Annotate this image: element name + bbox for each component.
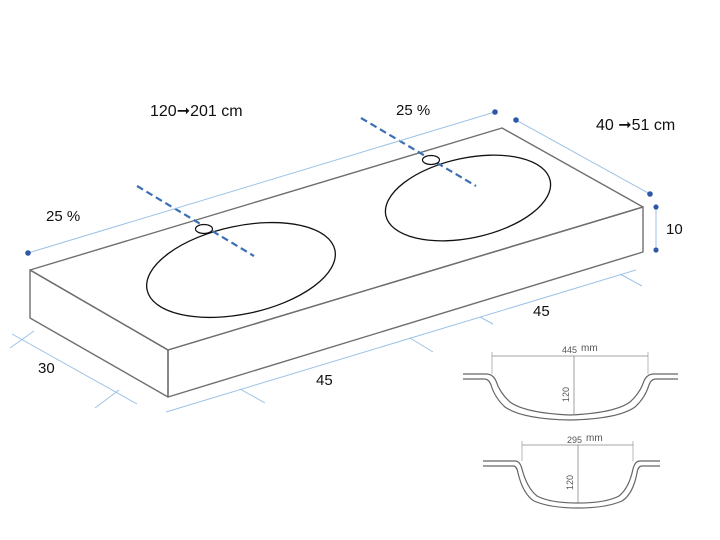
left-basin: [146, 221, 336, 319]
left-tap-offset-label: 25 %: [46, 208, 81, 225]
thickness-label: 10: [666, 221, 683, 238]
section-large-width-unit: mm: [581, 343, 598, 354]
side-width-label: 30: [38, 360, 55, 377]
slab-side-face: [29, 269, 169, 398]
depth-range-label: 40 ➞51 cm: [596, 117, 676, 134]
section-large-depth-value: 120: [561, 386, 571, 402]
length-dimension-line: [25, 109, 498, 256]
countertop-slab: [29, 127, 644, 398]
left-tap-axis: [136, 185, 255, 257]
front-left-length-label: 45: [316, 372, 333, 389]
right-tap-offset-label: 25 %: [396, 102, 431, 119]
right-basin: [384, 154, 552, 242]
section-small-width-unit: mm: [586, 433, 603, 444]
right-tap-hole: [421, 154, 441, 166]
depth-dimension-line: [513, 117, 653, 197]
slab-top-face: [29, 127, 644, 351]
length-range-label: 120➞201 cm: [150, 103, 243, 120]
front-dimension-line: [165, 269, 643, 413]
thickness-dimension-line: [653, 204, 659, 253]
front-right-length-label: 45: [533, 303, 550, 320]
right-tap-axis: [360, 117, 477, 187]
section-large-width-value: 445: [562, 345, 578, 355]
left-tap-hole: [194, 223, 214, 235]
side-width-dimension-line: [9, 330, 138, 409]
section-small-depth-value: 120: [565, 474, 575, 490]
section-small-width-value: 295: [567, 435, 583, 445]
basin-section-large: [463, 352, 678, 421]
basin-section-small: [483, 441, 660, 509]
